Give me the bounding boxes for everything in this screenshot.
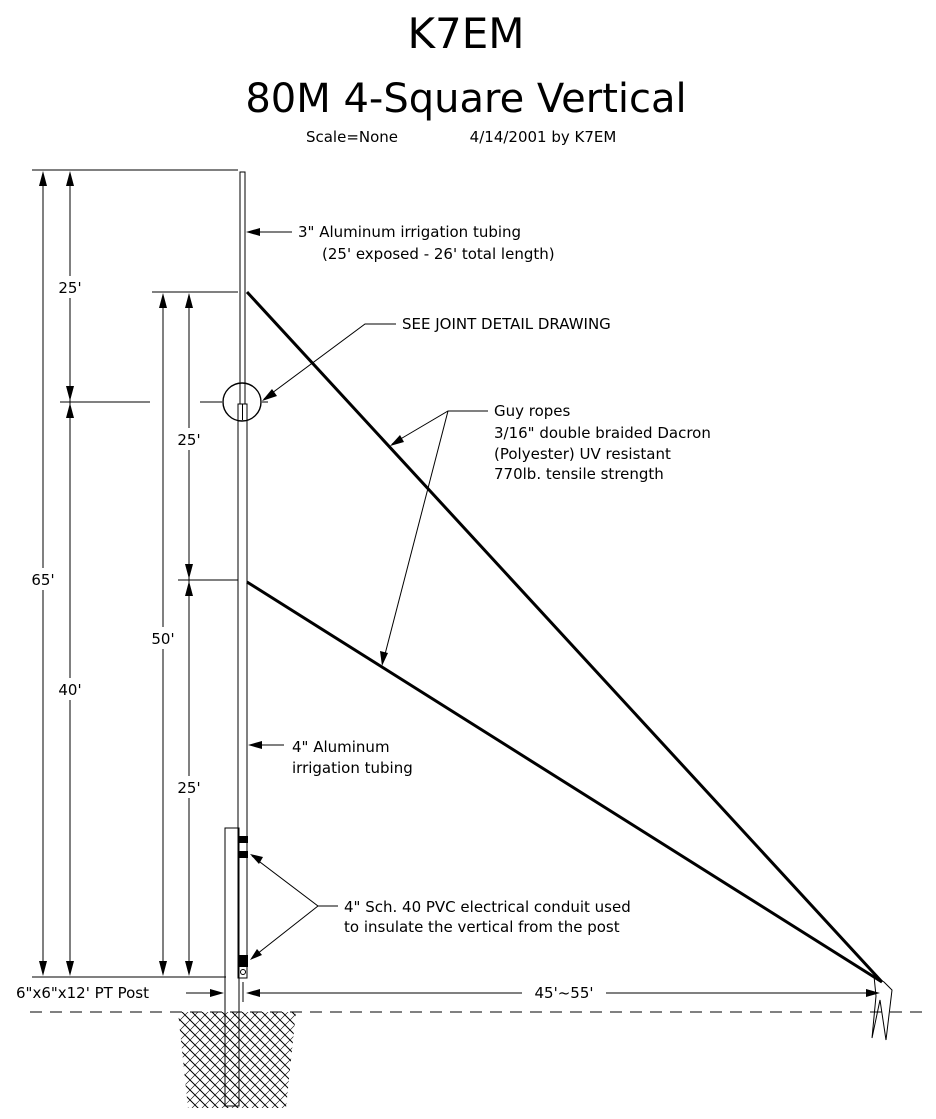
dim-lower-section: 40' (58, 681, 81, 699)
title-project: 80M 4-Square Vertical (245, 76, 686, 122)
ground-anchor-stake (871, 975, 893, 1041)
pvc-insulator-top-1 (239, 836, 248, 843)
dim-total-height: 65' (31, 571, 54, 589)
dim-arrow (159, 961, 167, 976)
note-lower-tubing-2: irrigation tubing (292, 759, 413, 777)
leader-arrow (390, 435, 404, 446)
note-lower-tubing-1: 4" Aluminum (292, 738, 390, 756)
pvc-insulator-bottom (239, 955, 248, 967)
leader-guy-lower (382, 410, 449, 663)
dim-label-bg (172, 776, 206, 798)
leader-pvc-top (251, 855, 338, 907)
leader-arrow (250, 854, 263, 864)
title-scale: Scale=None (306, 128, 398, 146)
dim-guy-bottom-span: 25' (177, 779, 200, 797)
guy-rope-upper (245, 290, 884, 984)
guy-rope-lower (246, 580, 883, 984)
note-guy-1: Guy ropes (494, 402, 571, 420)
dim-label-bg (522, 983, 606, 1003)
pvc-insulator-top-2 (239, 851, 248, 858)
leader-arrow (246, 228, 260, 236)
title-callsign: K7EM (407, 9, 524, 58)
note-guy-4: 770lb. tensile strength (494, 465, 664, 483)
leader-joint-detail (263, 323, 396, 400)
leader-arrow (250, 949, 262, 960)
note-guy-2: 3/16" double braided Dacron (494, 424, 711, 442)
dim-arrow (185, 581, 193, 596)
dim-label-bg (54, 678, 88, 700)
dim-arrow (66, 403, 74, 418)
leader-arrow (210, 989, 224, 997)
dim-label-bg (54, 276, 88, 298)
dim-arrow (159, 293, 167, 308)
leader-arrow (380, 651, 388, 666)
dim-arrow (866, 989, 880, 997)
note-pvc-2: to insulate the vertical from the post (344, 918, 620, 936)
dim-upper-section: 25' (58, 279, 81, 297)
dim-label-bg (146, 627, 180, 649)
dim-arrow (39, 961, 47, 976)
dim-arrow (185, 564, 193, 579)
dim-label-bg (172, 428, 206, 450)
dim-arrow (39, 171, 47, 186)
leader-pvc-bottom (251, 905, 319, 959)
title-date-author: 4/14/2001 by K7EM (470, 128, 617, 146)
leader-guy-upper (391, 410, 488, 445)
dim-arrow (185, 961, 193, 976)
note-joint-detail: SEE JOINT DETAIL DRAWING (402, 315, 611, 333)
dim-label-bg (26, 568, 60, 590)
dim-arrow (66, 961, 74, 976)
dim-anchor-distance: 45'~55' (535, 984, 594, 1002)
note-guy-3: (Polyester) UV resistant (494, 445, 671, 463)
leader-arrow (248, 741, 262, 749)
note-upper-tubing-2: (25' exposed - 26' total length) (322, 245, 555, 263)
soil-hatch (178, 1012, 296, 1108)
note-post: 6"x6"x12' PT Post (16, 984, 149, 1002)
dim-guy-top-height: 50' (151, 630, 174, 648)
dim-arrow (66, 171, 74, 186)
joint-detail-circle (222, 382, 262, 422)
mast-base-bolt (240, 969, 246, 975)
note-upper-tubing-1: 3" Aluminum irrigation tubing (298, 223, 521, 241)
dim-guy-top-span: 25' (177, 431, 200, 449)
dim-arrow (246, 989, 260, 997)
leader-arrow (262, 389, 277, 401)
dim-arrow (185, 293, 193, 308)
note-pvc-1: 4" Sch. 40 PVC electrical conduit used (344, 898, 631, 916)
upper-mast-tube (239, 171, 246, 405)
dim-arrow (66, 386, 74, 401)
